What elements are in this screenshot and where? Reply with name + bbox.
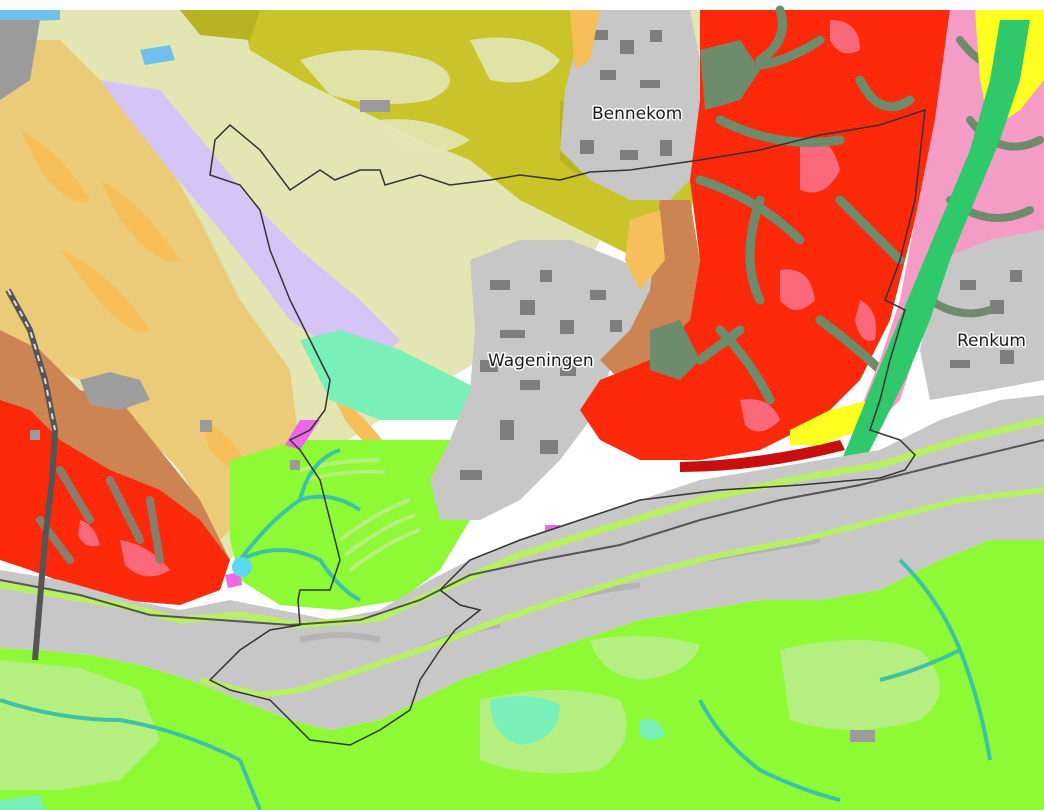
moraine-red-west-pink [78,520,170,577]
river-rhine [0,439,1044,627]
place-label-wageningen: Wageningen [488,351,594,371]
railway-west-dashes [7,289,56,431]
pond-cyan [232,557,252,577]
urban-buildings-bennekom [580,30,672,160]
pale-green-patches-south [0,636,940,790]
mint-patches-south [0,696,665,810]
lavender-terrace [100,80,400,360]
mint-band [300,330,500,420]
olive-ridge-light-patches [300,37,560,154]
municipal-boundary [208,108,926,746]
floodplain-stripes [299,458,421,572]
streams-west [238,448,362,602]
moraine-west-valleys [36,466,164,564]
river-bank-green-strips-south [199,487,1044,699]
light-orange-streaks [20,130,390,471]
urban-buildings-renkum [950,270,1022,368]
urban-area-west-village [80,372,150,410]
place-label-renkum: Renkum [957,331,1026,351]
yellow-patch-south [790,400,870,445]
gold-terrace-west [0,40,300,540]
floodplain-green-south [0,540,1044,810]
streams-south [0,558,992,810]
light-orange-patch-centre [570,10,665,290]
urban-area-wageningen [430,240,660,520]
moraine-red-west [0,400,230,605]
moraine-east-valleys [695,5,915,405]
place-label-bennekom: Bennekom [592,104,682,124]
water-north-west [0,10,175,65]
urban-buildings-wageningen [460,270,622,480]
moraine-dark-red-edge [680,440,845,472]
valley-grey-green-bennekom [650,40,760,380]
stream-valley-renkum [835,20,1030,475]
railway-west [5,288,59,661]
